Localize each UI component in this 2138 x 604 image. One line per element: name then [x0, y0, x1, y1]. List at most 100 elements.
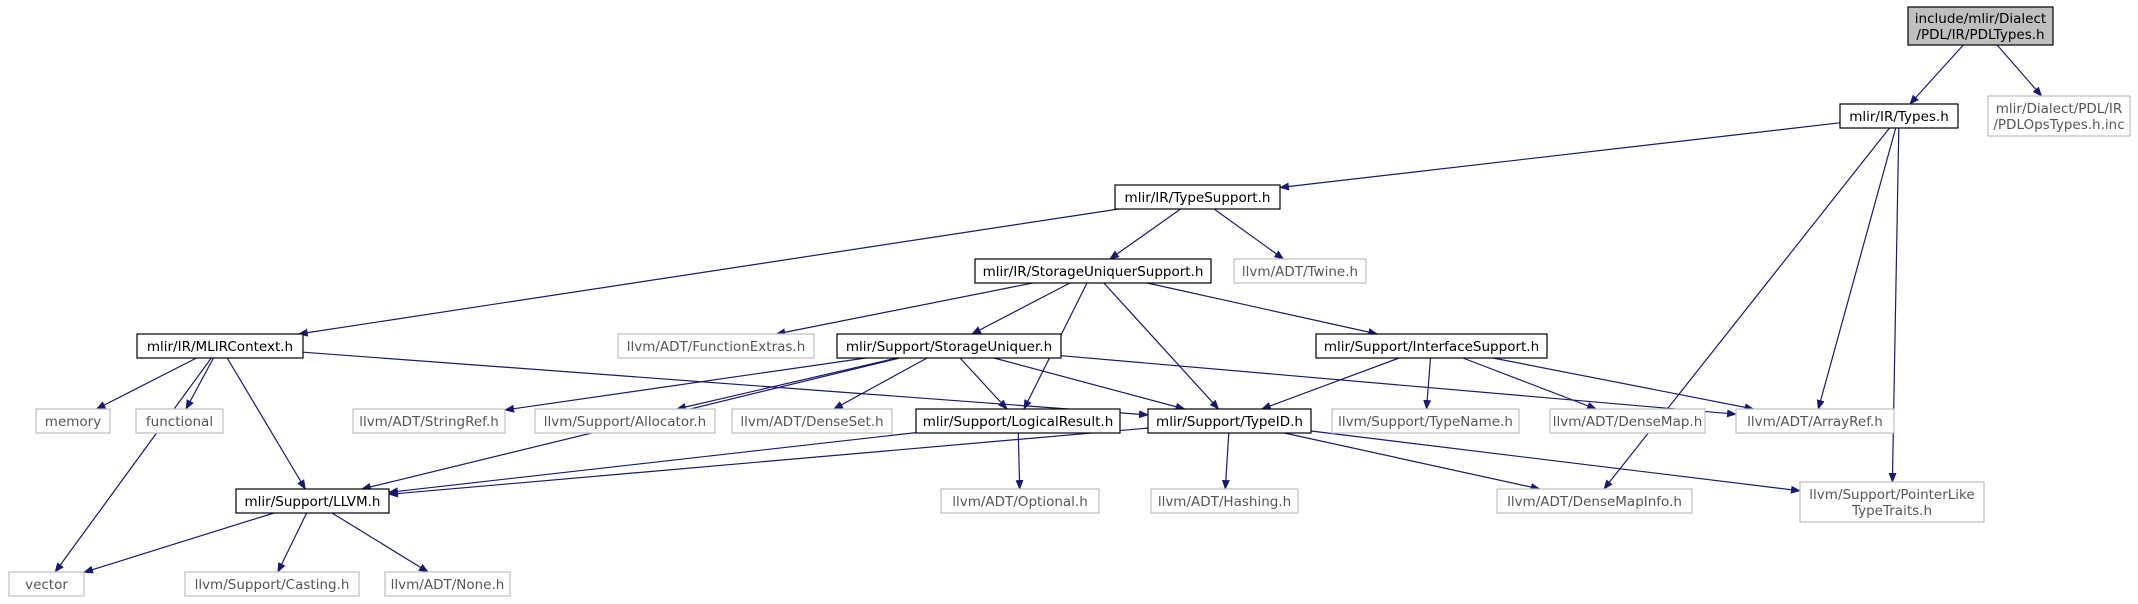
- node-label-arrayref: llvm/ADT/ArrayRef.h: [1747, 414, 1883, 430]
- node-none: llvm/ADT/None.h: [384, 571, 511, 597]
- node-logicalresult[interactable]: mlir/Support/LogicalResult.h: [915, 408, 1121, 434]
- node-box-arrayref: [1735, 408, 1895, 434]
- node-box-allocator: [534, 408, 716, 434]
- edge-logicalresult-to-optional: [1015, 432, 1024, 490]
- node-label-casting: llvm/Support/Casting.h: [195, 577, 350, 593]
- node-box-casting: [184, 571, 360, 597]
- edge-storageuniquersupport-to-functionextras: [775, 282, 1033, 337]
- edge-interfacesupport-to-arrayref: [1492, 357, 1755, 412]
- node-box-typename: [1331, 408, 1520, 434]
- edge-root-to-pdlops: [1996, 44, 2043, 97]
- edge-storageuniquer-to-logicalresult: [959, 357, 1008, 410]
- node-memory: memory: [35, 408, 111, 434]
- edge-types-to-densemapinfo: [1603, 127, 1890, 490]
- node-label-typesupport: mlir/IR/TypeSupport.h: [1125, 190, 1271, 206]
- edge-mlircontext-to-memory: [95, 357, 197, 410]
- node-llvmh[interactable]: mlir/Support/LLVM.h: [235, 488, 390, 514]
- edge-interfacesupport-to-typename: [1423, 357, 1432, 410]
- node-typeid[interactable]: mlir/Support/TypeID.h: [1147, 408, 1312, 434]
- node-box-functional: [135, 408, 224, 434]
- node-label-storageuniquersupport: mlir/IR/StorageUniquerSupport.h: [983, 264, 1204, 280]
- edge-storageuniquer-to-denseset: [833, 357, 928, 410]
- node-box-logicalresult: [915, 408, 1121, 434]
- node-denseset: llvm/ADT/DenseSet.h: [731, 408, 893, 434]
- node-label-pointerlike: TypeTraits.h: [1851, 503, 1932, 519]
- node-box-hashing: [1150, 488, 1299, 514]
- edge-typesupport-to-mlircontext: [297, 208, 1119, 337]
- edges: [54, 44, 2043, 574]
- node-box-typesupport: [1114, 184, 1281, 210]
- node-interfacesupport[interactable]: mlir/Support/InterfaceSupport.h: [1315, 333, 1548, 359]
- node-label-typename: llvm/Support/TypeName.h: [1338, 414, 1513, 430]
- node-densemapinfo: llvm/ADT/DenseMapInfo.h: [1496, 488, 1693, 514]
- node-mlircontext[interactable]: mlir/IR/MLIRContext.h: [136, 333, 304, 359]
- node-typesupport[interactable]: mlir/IR/TypeSupport.h: [1114, 184, 1281, 210]
- edge-mlircontext-to-llvmh: [226, 357, 306, 490]
- node-box-llvmh: [235, 488, 390, 514]
- node-stringref: llvm/ADT/StringRef.h: [352, 408, 506, 434]
- edge-types-to-arrayref: [1816, 127, 1897, 410]
- node-box-typeid: [1147, 408, 1312, 434]
- node-vector: vector: [8, 571, 85, 597]
- edge-storageuniquersupport-to-typeid: [1103, 282, 1220, 410]
- node-label-types: mlir/IR/Types.h: [1849, 109, 1949, 125]
- node-label-hashing: llvm/ADT/Hashing.h: [1158, 494, 1291, 510]
- node-box-root: [1907, 6, 2054, 46]
- edge-typesupport-to-twine: [1213, 208, 1285, 260]
- node-twine: llvm/ADT/Twine.h: [1233, 258, 1367, 284]
- node-label-none: llvm/ADT/None.h: [391, 577, 505, 593]
- edge-types-to-typesupport: [1279, 122, 1841, 191]
- node-box-pdlops: [1987, 95, 2131, 137]
- node-optional: llvm/ADT/Optional.h: [940, 488, 1100, 514]
- edge-storageuniquer-to-arrayref: [1060, 355, 1737, 418]
- node-label-twine: llvm/ADT/Twine.h: [1242, 264, 1358, 280]
- edge-mlircontext-to-typeid: [302, 351, 1149, 419]
- edge-storageuniquersupport-to-storageuniquer: [971, 282, 1071, 335]
- node-label-pointerlike: llvm/Support/PointerLike: [1809, 487, 1974, 503]
- node-storageuniquersupport[interactable]: mlir/IR/StorageUniquerSupport.h: [974, 258, 1212, 284]
- node-label-functionextras: llvm/ADT/FunctionExtras.h: [627, 339, 806, 355]
- node-label-densemapinfo: llvm/ADT/DenseMapInfo.h: [1507, 494, 1682, 510]
- node-types[interactable]: mlir/IR/Types.h: [1839, 103, 1959, 129]
- node-box-storageuniquersupport: [974, 258, 1212, 284]
- node-box-storageuniquer: [836, 333, 1062, 359]
- node-box-functionextras: [617, 333, 815, 359]
- edge-storageuniquersupport-to-interfacesupport: [1147, 282, 1379, 336]
- node-label-pdlops: /PDLOpsTypes.h.inc: [1993, 117, 2124, 133]
- edge-storageuniquer-to-typeid: [993, 357, 1186, 411]
- node-label-denseset: llvm/ADT/DenseSet.h: [740, 414, 883, 430]
- edge-storageuniquer-to-stringref: [504, 357, 866, 413]
- edge-llvmh-to-none: [331, 512, 429, 573]
- node-label-llvmh: mlir/Support/LLVM.h: [245, 494, 381, 510]
- node-label-vector: vector: [25, 577, 68, 593]
- edge-llvmh-to-vector: [83, 512, 275, 574]
- node-storageuniquer[interactable]: mlir/Support/StorageUniquer.h: [836, 333, 1062, 359]
- node-label-root: include/mlir/Dialect: [1915, 11, 2046, 27]
- edge-storageuniquer-to-allocator: [675, 357, 898, 411]
- node-pdlops: mlir/Dialect/PDL/IR/PDLOpsTypes.h.inc: [1987, 95, 2131, 137]
- edge-typesupport-to-storageuniquersupport: [1109, 208, 1181, 260]
- node-label-mlircontext: mlir/IR/MLIRContext.h: [147, 339, 293, 355]
- edge-mlircontext-to-vector: [54, 357, 212, 573]
- node-label-densemap: llvm/ADT/DenseMap.h: [1553, 414, 1703, 430]
- edge-typeid-to-llvmh: [388, 427, 1149, 498]
- node-box-vector: [8, 571, 85, 597]
- node-label-stringref: llvm/ADT/StringRef.h: [359, 414, 499, 430]
- edge-typeid-to-densemapinfo: [1284, 432, 1541, 491]
- node-casting: llvm/Support/Casting.h: [184, 571, 360, 597]
- node-label-root: /PDL/IR/PDLTypes.h: [1916, 27, 2044, 43]
- node-densemap: llvm/ADT/DenseMap.h: [1549, 408, 1706, 434]
- node-box-interfacesupport: [1315, 333, 1548, 359]
- node-root: include/mlir/Dialect/PDL/IR/PDLTypes.h: [1907, 6, 2054, 46]
- edge-logicalresult-to-llvmh: [388, 432, 917, 496]
- node-box-denseset: [731, 408, 893, 434]
- edge-interfacesupport-to-typeid: [1260, 357, 1400, 410]
- node-label-storageuniquer: mlir/Support/StorageUniquer.h: [846, 339, 1052, 355]
- node-arrayref: llvm/ADT/ArrayRef.h: [1735, 408, 1895, 434]
- node-allocator: llvm/Support/Allocator.h: [534, 408, 716, 434]
- node-box-stringref: [352, 408, 506, 434]
- node-label-optional: llvm/ADT/Optional.h: [952, 494, 1088, 510]
- edge-mlircontext-to-functional: [185, 357, 215, 410]
